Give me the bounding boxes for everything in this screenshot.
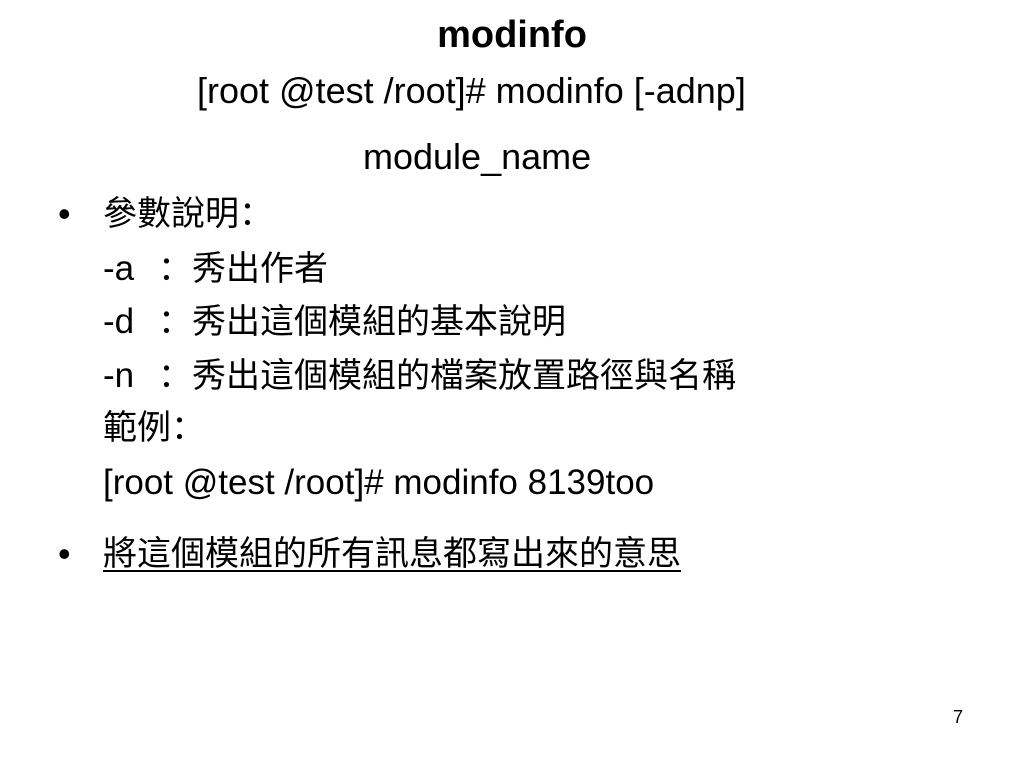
option-flag: -n xyxy=(103,355,135,395)
option-flag: -a xyxy=(103,248,135,288)
example-heading: 範例： xyxy=(103,408,205,448)
option-flag: -d xyxy=(103,302,135,341)
parameter-list: 參數說明： -a：秀出作者 -d：秀出這個模組的基本說明 -n：秀出這個模組的檔… xyxy=(103,188,736,509)
parameter-heading: 參數說明： xyxy=(103,194,273,234)
option-row-a: -a ：秀出作者 xyxy=(103,242,736,296)
example-command: [root @test /root]# modinfo 8139too xyxy=(103,462,655,502)
note-text: 將這個模組的所有訊息都寫出來的意思 xyxy=(103,534,681,574)
command-syntax-line-2: module_name xyxy=(363,136,592,177)
option-separator: ： xyxy=(158,248,192,289)
option-row-d: -d ：秀出這個模組的基本說明 xyxy=(103,295,736,349)
page-number: 7 xyxy=(952,707,963,727)
option-separator: ： xyxy=(158,302,192,342)
option-row-n: -n ：秀出這個模組的檔案放置路徑與名稱 xyxy=(103,349,736,403)
option-description: 秀出這個模組的檔案放置路徑與名稱 xyxy=(192,355,736,396)
note-block: 將這個模組的所有訊息都寫出來的意思 xyxy=(103,528,681,582)
option-separator: ： xyxy=(158,355,192,396)
command-syntax-line-1: [root @test /root]# modinfo [-adnp] xyxy=(197,70,746,111)
option-description: 秀出這個模組的基本說明 xyxy=(192,302,566,342)
option-description: 秀出作者 xyxy=(192,248,328,289)
bullet-icon: • xyxy=(58,193,71,234)
bullet-icon: • xyxy=(58,533,71,574)
slide-title: modinfo xyxy=(437,14,587,56)
